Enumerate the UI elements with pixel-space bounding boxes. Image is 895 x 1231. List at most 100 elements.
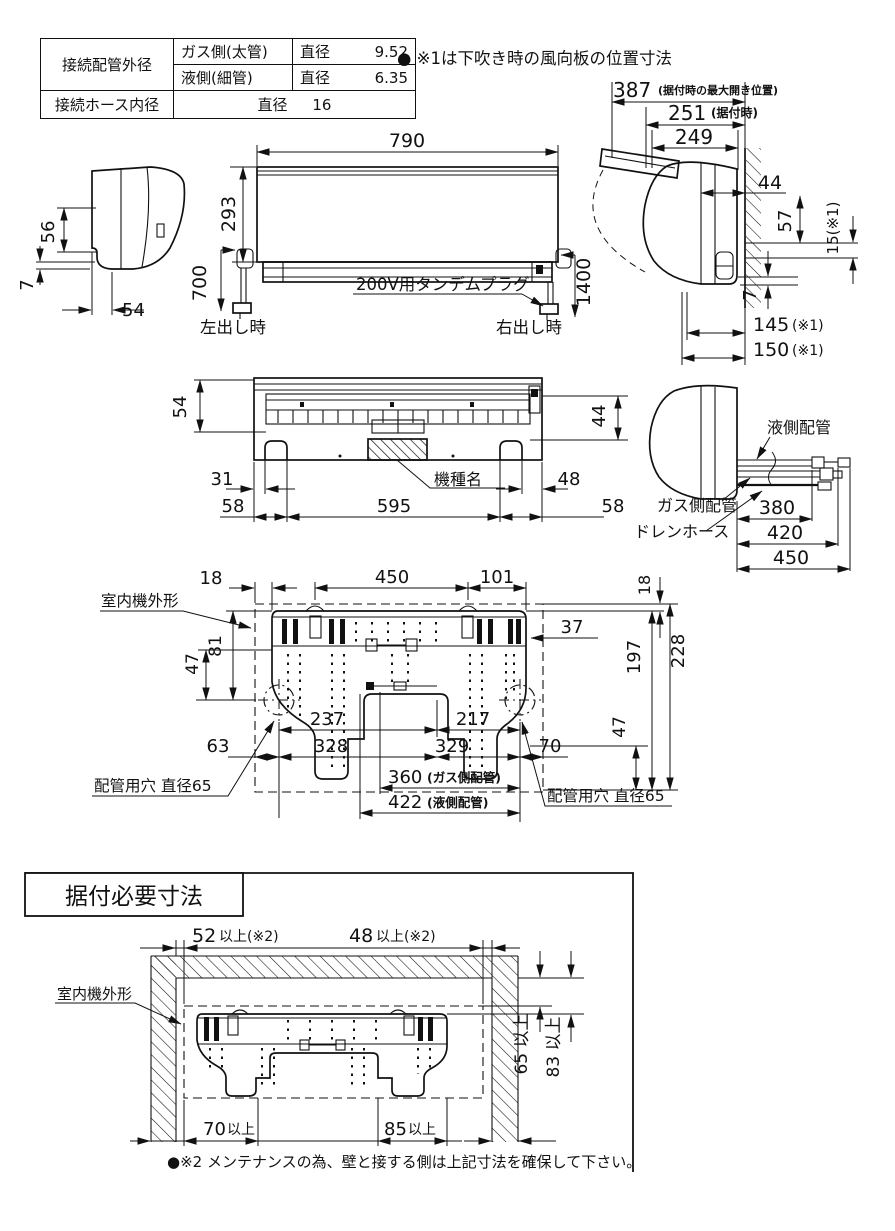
dim-7-left: 7 [17,279,38,290]
dim-145: 145 [753,314,789,336]
dim-228: 228 [668,634,689,668]
dim-422: 422 [388,792,422,813]
dim-1400: 1400 [573,258,595,306]
dim-15: 15(※1) [824,202,842,255]
pipe-hole-left-label: 配管用穴 直径65 [94,777,212,795]
dim-360-suffix: (ガス側配管) [427,770,501,785]
dim-18-right: 18 [635,575,654,595]
liquid-prefix: 直径 [300,69,331,87]
section-title: 据付必要寸法 [65,884,203,910]
dim-70-clearance: 70 [203,1119,226,1140]
hose-prefix: 直径 [257,96,288,114]
dim-217: 217 [456,709,490,730]
dim-37: 37 [561,617,584,638]
dim-450-plate: 450 [375,567,409,588]
spec-table: 接続配管外径 ガス側(太管) 直径 9.52 液側(細管) 直径 6.35 接続ホー… [40,38,416,119]
dim-18-left: 18 [200,568,223,589]
gas-prefix: 直径 [300,43,331,61]
dim-83: 83 以上 [544,1016,564,1077]
left-side-view: 56 7 54 [17,166,186,321]
right-side-wall-view: 387 (据付時の最大開き位置) 251 (据付時) 249 44 57 15(… [592,78,858,365]
dim-47-left: 47 [183,653,203,675]
left-wall-hatch [151,956,176,1142]
dim-81: 81 [206,635,226,657]
dim-360: 360 [388,767,422,788]
dim-85: 85 [384,1119,407,1140]
front-view: 790 293 700 1400 200V用タンデムプラグ 左出し時 右出し時 [189,130,595,337]
dim-145-suffix: (※1) [792,318,824,334]
dim-293: 293 [218,196,240,232]
spec-row-gas: 接続配管外径 ガス側(太管) 直径 9.52 [40,38,416,91]
dim-249: 249 [675,125,713,149]
dim-387: 387 [613,78,651,102]
note-2: ●※2 メンテナンスの為、壁と接する側は上記寸法を確保して下さい。 [167,1153,641,1171]
dim-85-suffix: 以上 [408,1122,436,1138]
dim-197: 197 [624,640,645,674]
bottom-view: 機種名 54 44 31 48 58 595 58 [170,377,628,522]
dim-422-suffix: (液側配管) [427,795,488,810]
dim-58-right: 58 [602,496,625,517]
hose-value: 16 [312,96,332,114]
dim-595: 595 [377,496,411,517]
dim-420: 420 [767,522,803,544]
dim-44-side: 44 [758,172,782,194]
liquid-value: 6.35 [374,68,408,87]
dim-450-pipe: 450 [773,547,809,569]
indoor-unit-outline-label-2: 室内機外形 [57,985,132,1003]
dim-380: 380 [759,497,795,519]
dim-7-side: 7 [740,289,761,300]
spec-liquid-label: 液側(細管) [173,64,293,91]
dim-52: 52 [192,925,216,947]
gas-value: 9.52 [374,42,408,61]
dim-58-left: 58 [222,496,245,517]
spec-hose-label: 接続ホース内径 [40,90,174,119]
spec-hose-value: 直径 16 [173,90,416,119]
installation-clearance-view: 据付必要寸法 52 以上(※2) 48 以上(※2) 65 以上 83 以上 7… [24,872,641,1172]
dim-56: 56 [38,221,59,244]
dim-54-bottom: 54 [170,396,191,419]
spec-row-liquid: 液側(細管) 直径 6.35 [41,64,416,91]
dim-48-suffix: 以上(※2) [376,929,436,945]
liquid-pipe-label: 液側配管 [767,418,831,437]
spec-row-hose: 接続ホース内径 直径 16 [40,90,416,119]
note-1: ● ※1は下吹き時の風向板の位置寸法 [397,49,672,68]
drain-hose-label: ドレンホース [634,522,729,541]
right-exit-label: 右出し時 [496,318,562,337]
dim-52-suffix: 以上(※2) [219,929,279,945]
indoor-unit-outline-label: 室内機外形 [101,592,179,610]
dim-150: 150 [753,339,789,361]
dim-48: 48 [558,469,581,490]
section-title-box [24,872,244,917]
dim-31: 31 [211,469,234,490]
dim-251: 251 [668,101,706,125]
piping-side-view: 液側配管 ガス側配管 ドレンホース 380 420 450 [634,384,851,573]
dim-328: 328 [314,736,348,757]
mounting-plate-view: 室内機外形 18 450 101 18 197 228 37 47 81 47 … [92,567,689,822]
gas-pipe-label: ガス側配管 [657,496,737,515]
dim-700: 700 [189,265,211,301]
dim-790: 790 [389,130,425,152]
dim-47-right: 47 [610,716,630,738]
dim-101: 101 [480,567,514,588]
top-wall-hatch [151,956,518,978]
dim-70-plate: 70 [539,736,562,757]
dim-48-clearance: 48 [349,925,373,947]
dim-150-suffix: (※1) [792,343,824,359]
dim-387-suffix: (据付時の最大開き位置) [658,83,778,97]
left-exit-label: 左出し時 [200,318,266,337]
dim-251-suffix: (据付時) [711,105,758,120]
dim-70-suffix: 以上 [227,1122,255,1138]
pipe-hole-right-label: 配管用穴 直径65 [547,787,665,805]
dim-237: 237 [310,709,344,730]
spec-gas-label: ガス側(太管) [173,38,293,65]
dim-65: 65 以上 [512,1013,532,1074]
dim-44-bottom: 44 [589,405,610,428]
right-wall-hatch [492,978,518,1142]
spec-pipe-od-label: 接続配管外径 [40,38,174,91]
dim-63: 63 [207,736,230,757]
model-name-label: 機種名 [434,470,482,489]
wall-hatch [746,148,761,308]
dim-57: 57 [775,210,796,233]
